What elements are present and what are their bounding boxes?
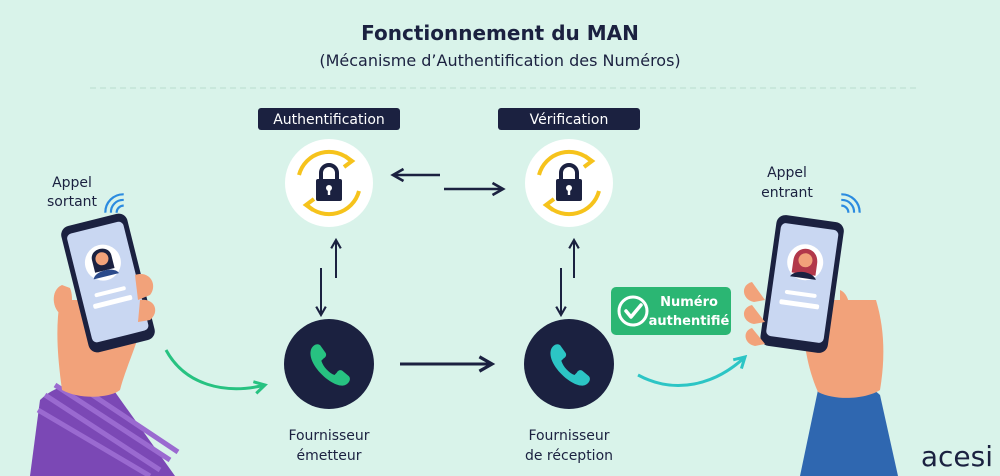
incoming-caller-illustration xyxy=(743,215,898,476)
brand-logo: acesi xyxy=(921,440,993,473)
lock-icon xyxy=(316,163,342,201)
phone-icon xyxy=(310,344,350,386)
svg-text:Fournisseur: Fournisseur xyxy=(528,428,609,444)
svg-text:de réception: de réception xyxy=(525,448,613,464)
outgoing-call-label: Appel sortant xyxy=(47,175,98,210)
incoming-call-arrow xyxy=(637,354,748,387)
wifi-icon xyxy=(841,193,861,213)
svg-text:entrant: entrant xyxy=(761,185,813,201)
receiver-provider-label: Fournisseur de réception xyxy=(525,428,613,464)
sender-provider-node xyxy=(284,319,374,409)
outgoing-caller-illustration xyxy=(30,213,180,476)
check-circle-icon xyxy=(617,295,649,327)
svg-text:émetteur: émetteur xyxy=(296,448,361,464)
incoming-call-label: Appel entrant xyxy=(761,165,813,201)
svg-text:Fournisseur: Fournisseur xyxy=(288,428,369,444)
page-title: Fonctionnement du MAN xyxy=(361,21,639,45)
authentication-label: Authentification xyxy=(258,108,400,130)
sender-provider-label: Fournisseur émetteur xyxy=(288,428,369,464)
phone-icon xyxy=(550,344,590,386)
svg-text:Appel: Appel xyxy=(767,165,807,181)
svg-text:sortant: sortant xyxy=(47,194,98,210)
page-subtitle: (Mécanisme d’Authentification des Numéro… xyxy=(319,51,680,70)
authenticated-number-badge: Numéro authentifié xyxy=(611,287,731,335)
svg-text:Authentification: Authentification xyxy=(273,112,385,128)
receiver-provider-node xyxy=(524,319,614,409)
svg-text:Numéro: Numéro xyxy=(660,295,718,310)
authentication-node xyxy=(285,139,373,227)
wifi-icon xyxy=(104,193,124,213)
outgoing-call-arrow xyxy=(164,349,268,395)
lock-icon xyxy=(556,163,582,201)
svg-text:authentifié: authentifié xyxy=(649,314,730,329)
verification-label: Vérification xyxy=(498,108,640,130)
verification-node xyxy=(525,139,613,227)
svg-text:Vérification: Vérification xyxy=(530,112,609,128)
svg-text:Appel: Appel xyxy=(52,175,92,191)
